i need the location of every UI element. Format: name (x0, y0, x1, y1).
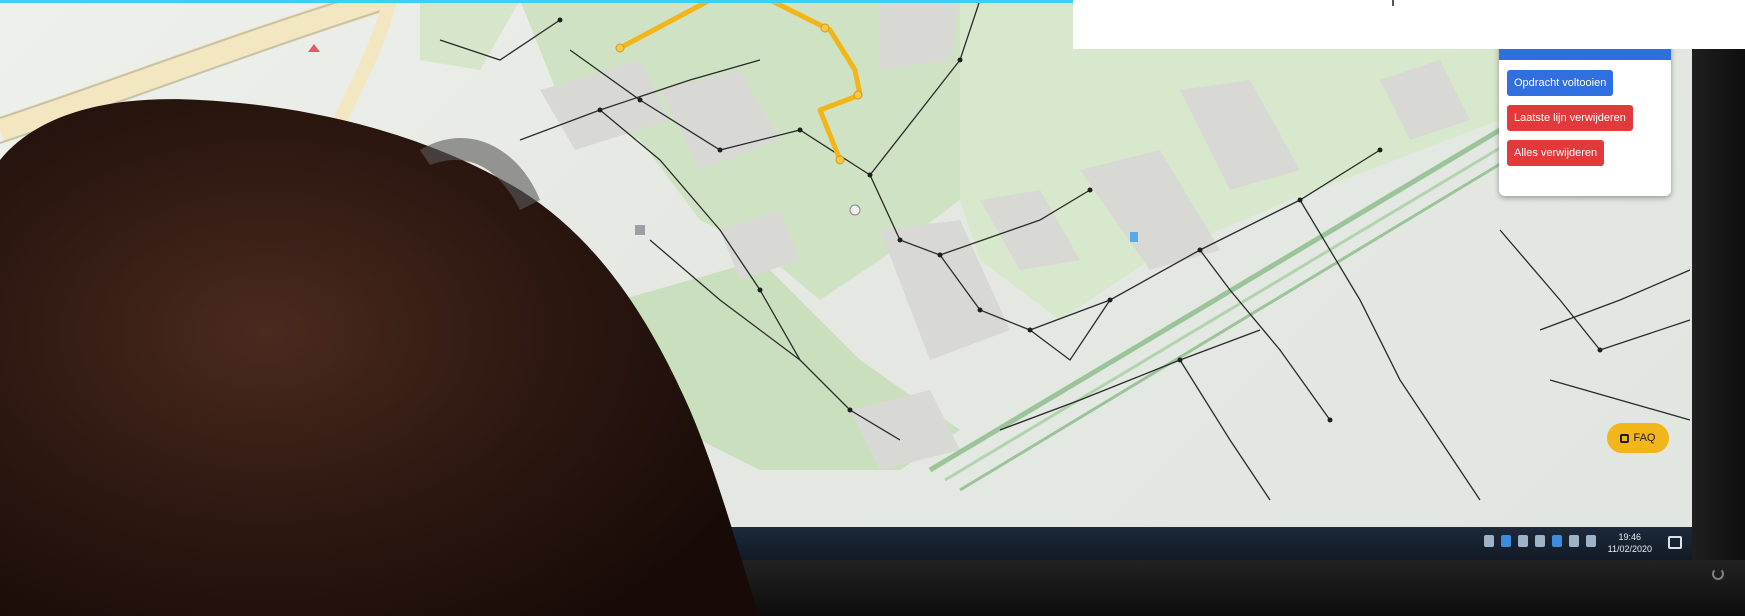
building (1180, 80, 1300, 190)
building (880, 0, 960, 70)
map-marker-icon (849, 204, 861, 216)
clock-date: 11/02/2020 (1607, 544, 1652, 554)
building (980, 190, 1080, 270)
map-screen[interactable]: Acties Opdracht voltooien Laatste lijn v… (0, 0, 1692, 560)
taskbar-clock[interactable]: 19:46 11/02/2020 (1608, 531, 1652, 555)
top-accent-band (0, 0, 1073, 3)
complete-task-button[interactable]: Opdracht voltooien (1507, 70, 1614, 96)
security-icon[interactable] (1535, 535, 1545, 547)
top-overlay-box (1073, 0, 1745, 49)
route-nodes (615, 23, 863, 165)
system-tray (1484, 535, 1596, 547)
road-edge (0, 7, 391, 144)
text-caret (1392, 0, 1394, 6)
rail-track (928, 127, 1502, 473)
actions-panel-body: Opdracht voltooien Laatste lijn verwijde… (1499, 60, 1671, 176)
rail-track (944, 140, 1511, 482)
map-canvas[interactable] (0, 0, 1692, 560)
language-icon[interactable] (1518, 535, 1528, 547)
volume-icon[interactable] (1586, 535, 1596, 547)
road (0, 0, 384, 143)
monitor-bezel-right (1692, 0, 1745, 616)
building (850, 390, 960, 470)
location-pin-icon (308, 44, 320, 52)
taskbar: 19:46 11/02/2020 (660, 527, 1692, 560)
building (1380, 60, 1470, 140)
park-area (420, 0, 520, 70)
remove-all-button[interactable]: Alles verwijderen (1507, 140, 1605, 166)
notification-icon[interactable] (1668, 536, 1682, 549)
map-marker-icon (635, 225, 645, 235)
browser-icon[interactable] (1501, 535, 1511, 547)
question-icon (1620, 433, 1630, 443)
rail-track (959, 150, 1521, 492)
faq-button[interactable]: FAQ (1607, 423, 1669, 453)
map-marker-icon (1130, 232, 1138, 242)
faq-label: FAQ (1633, 432, 1656, 444)
building (880, 220, 1010, 360)
app-icon[interactable] (1552, 535, 1562, 547)
network-icon[interactable] (1484, 535, 1494, 547)
building (1080, 150, 1220, 270)
clock-time: 19:46 (1618, 532, 1642, 542)
display-icon[interactable] (1569, 535, 1579, 547)
monitor-bezel-bottom (0, 560, 1745, 616)
drawn-route (617, 0, 863, 163)
power-icon[interactable] (1712, 568, 1724, 580)
remove-last-line-button[interactable]: Laatste lijn verwijderen (1507, 105, 1633, 131)
actions-panel: Acties Opdracht voltooien Laatste lijn v… (1499, 34, 1671, 196)
